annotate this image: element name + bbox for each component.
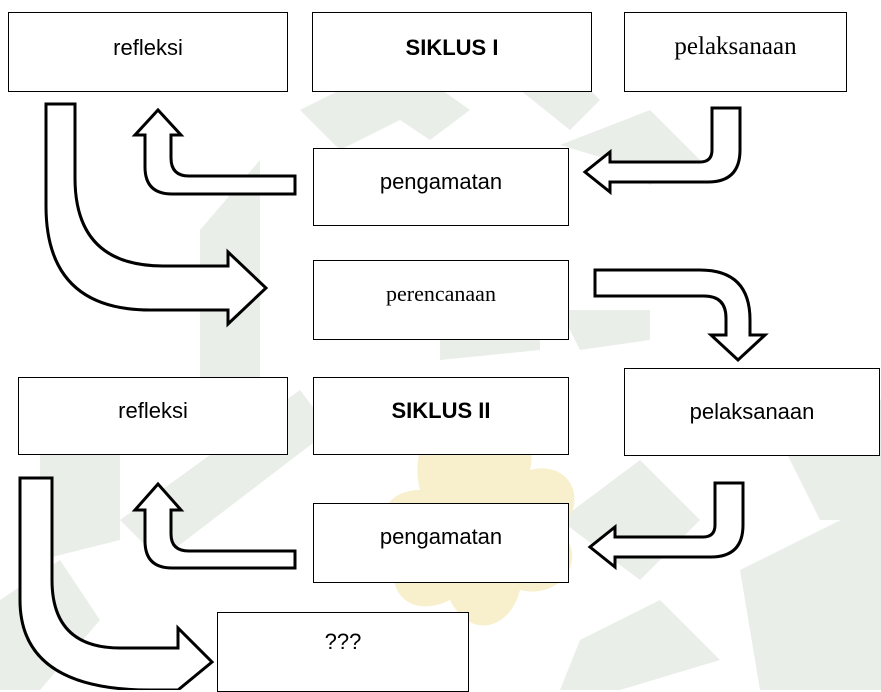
implementation-label-2: pelaksanaan	[689, 399, 815, 424]
implementation-box-2: pelaksanaan	[624, 368, 880, 456]
reflection-box-2: refleksi	[18, 377, 288, 455]
next-step-box: ???	[217, 612, 469, 692]
arrow-planning-to-implementation	[593, 268, 769, 363]
cycle2-title-box: SIKLUS II	[313, 377, 569, 455]
reflection-box-1: refleksi	[8, 12, 288, 92]
observation-box-2: pengamatan	[313, 503, 569, 583]
arrow-observation-to-reflection-2	[131, 481, 297, 570]
reflection-label-2: refleksi	[118, 398, 188, 423]
next-step-label: ???	[324, 629, 362, 654]
cycle2-title: SIKLUS II	[391, 398, 491, 423]
arrow-reflection-to-next	[18, 476, 215, 690]
observation-box-1: pengamatan	[313, 148, 569, 226]
planning-box: perencanaan	[313, 260, 569, 340]
arrow-reflection-to-planning	[44, 102, 269, 328]
reflection-label-1: refleksi	[113, 35, 183, 60]
cycle1-title-box: SIKLUS I	[312, 12, 592, 92]
implementation-box-1: pelaksanaan	[624, 12, 847, 92]
arrow-implementation-to-observation-2	[587, 481, 745, 571]
implementation-label-1: pelaksanaan	[674, 33, 797, 60]
arrow-observation-to-reflection-1	[131, 107, 297, 196]
planning-label: perencanaan	[386, 281, 496, 306]
observation-label-1: pengamatan	[379, 169, 503, 194]
observation-label-2: pengamatan	[379, 524, 503, 549]
arrow-implementation-to-observation-1	[582, 106, 742, 196]
cycle1-title: SIKLUS I	[405, 35, 499, 60]
